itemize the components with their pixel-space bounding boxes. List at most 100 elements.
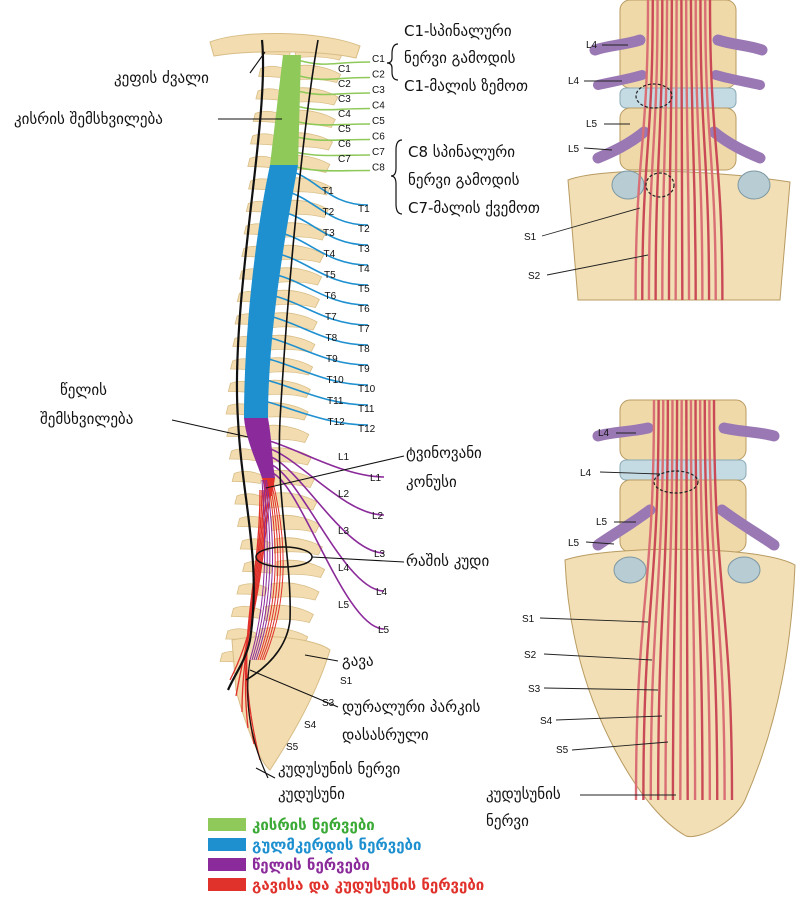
label-cervical-enlargement: კისრის შემსხვილება	[14, 110, 163, 128]
nerve-label: T2	[358, 224, 370, 235]
detail-top-label: L5	[586, 119, 598, 130]
nerve-label: C8	[372, 163, 385, 174]
label-lumbar-enlargement-2: შემსხვილება	[40, 410, 133, 428]
nerve-c1	[297, 60, 370, 64]
vertebra-label: C3	[338, 94, 351, 105]
vertebra	[271, 290, 319, 307]
vertebra-label: C7	[338, 154, 351, 165]
label-dural-2: დასასრული	[342, 726, 429, 744]
legend-swatch	[208, 838, 246, 851]
vertebra-label: T4	[324, 249, 336, 260]
label-cauda: რაშის კუდი	[406, 552, 489, 570]
detail-bottom-label: L5	[596, 517, 608, 528]
vertebra	[267, 335, 315, 352]
vertebra	[277, 560, 325, 577]
note-c8-line1: C8 სპინალური	[408, 143, 515, 161]
vertebra-label: T10	[327, 375, 345, 386]
vertebra-label: T8	[326, 333, 338, 344]
nerve-label: T1	[358, 204, 370, 215]
nerve-c4	[292, 105, 370, 110]
nerve-label: T6	[358, 304, 370, 315]
nerve-labels: C1C2C3C4C5C6C7C8T1T2T3T4T5T6T7T8T9T10T11…	[358, 54, 390, 636]
bracket-c1	[387, 44, 398, 80]
vertebra-label: L1	[338, 452, 350, 463]
nerve-label: C1	[372, 54, 385, 65]
detail-bottom-label: L4	[598, 428, 610, 439]
detail-bottom-label: S1	[522, 614, 535, 625]
label-coccyx: კუდუსუნი	[278, 785, 345, 803]
detail-bottom-label: L4	[580, 468, 592, 479]
detail-top-label: S1	[524, 232, 537, 243]
nerve-label: T11	[358, 404, 375, 415]
detail-bottom-label: L5	[568, 538, 580, 549]
nerve-label: T5	[358, 284, 370, 295]
detail-top-label: L5	[568, 144, 580, 155]
label-lumbar-enlargement-1: წელის	[60, 381, 107, 399]
legend-label: კისრის ნერვები	[252, 816, 375, 834]
note-c1-line1: C1-სპინალური	[404, 22, 512, 40]
vertebra-label: C6	[338, 139, 351, 150]
label-conus-2: კონუსი	[406, 473, 457, 491]
vertebra-label: C4	[338, 109, 351, 120]
label-skull: კეფის ძვალი	[114, 69, 209, 87]
nerve-c7	[287, 150, 370, 156]
nerve-label: T3	[358, 244, 370, 255]
vertebra-label: L3	[338, 526, 350, 537]
vertebra-label: L4	[338, 563, 350, 574]
vertebra	[269, 313, 317, 330]
cervical-notes: C1-სპინალური ნერვი გამოდის C1-მალის ზემო…	[387, 22, 540, 217]
label-dural-1: დურალური პარკის	[342, 698, 481, 716]
legend-swatch	[208, 858, 246, 871]
legend-swatch	[208, 818, 246, 831]
detail-bottom-label: S2	[524, 650, 537, 661]
nerve-label: T9	[358, 364, 370, 375]
nerve-label: L3	[374, 549, 386, 560]
vertebra-label: S4	[304, 720, 317, 731]
nerve-label: L4	[376, 587, 388, 598]
vertebra-label: T6	[325, 291, 337, 302]
detail-bottom-label: S5	[556, 745, 569, 756]
nerve-label: L2	[372, 511, 384, 522]
vertebra	[262, 380, 310, 397]
detail-bottom-label: S4	[540, 716, 553, 727]
cauda-strand	[676, 0, 677, 300]
nerve-label: C7	[372, 147, 385, 158]
label-coccygeal-nerve-right-1: კუდუსუნის	[486, 785, 561, 803]
vertebra-label: T9	[326, 354, 338, 365]
vertebra-label: T3	[323, 228, 335, 239]
vertebra-label: T11	[327, 396, 344, 407]
nerve-label: C6	[372, 132, 385, 143]
vertebra-label: T5	[324, 270, 336, 281]
label-coccygeal-nerve: კუდუსუნის ნერვი	[278, 760, 401, 778]
vertebra-label: S1	[340, 676, 353, 687]
cauda-strand	[686, 400, 687, 800]
detail-top-label: L4	[586, 40, 598, 51]
label-coccygeal-nerve-right-2: ნერვი	[486, 812, 529, 830]
legend-label: წელის ნერვები	[252, 856, 370, 874]
legend-label: გავისა და კუდუსუნის ნერვები	[252, 876, 484, 894]
nerve-label: C2	[372, 70, 385, 81]
vertebra-label: L5	[338, 600, 350, 611]
nerve-label: C5	[372, 116, 385, 127]
cauda-strand	[681, 0, 682, 300]
vertebra-label: S5	[286, 742, 299, 753]
legend-label: გულმკერდის ნერვები	[252, 836, 421, 854]
vertebra-process	[231, 606, 261, 618]
nerve-label: C3	[372, 85, 385, 96]
nerve-label: T8	[358, 344, 370, 355]
detail-top-label: L4	[568, 76, 580, 87]
note-c8-line2: ნერვი გამოდის	[408, 171, 520, 189]
label-conus-1: ტვინოვანი	[406, 444, 482, 462]
vertebra-label: T1	[322, 186, 334, 197]
vertebra-label: C5	[338, 124, 351, 135]
nerve-label: T10	[358, 384, 376, 395]
vertebra-label: C2	[338, 79, 351, 90]
detail-bottom: L4L4L5L5S1S2S3S4S5 კუდუსუნის ნერვი	[486, 400, 795, 837]
vertebra-process	[232, 471, 262, 483]
bracket-c8	[391, 140, 402, 214]
nerve-label: L5	[378, 625, 390, 636]
label-sacrum: გავა	[342, 652, 374, 670]
cauda-strand	[680, 400, 681, 800]
